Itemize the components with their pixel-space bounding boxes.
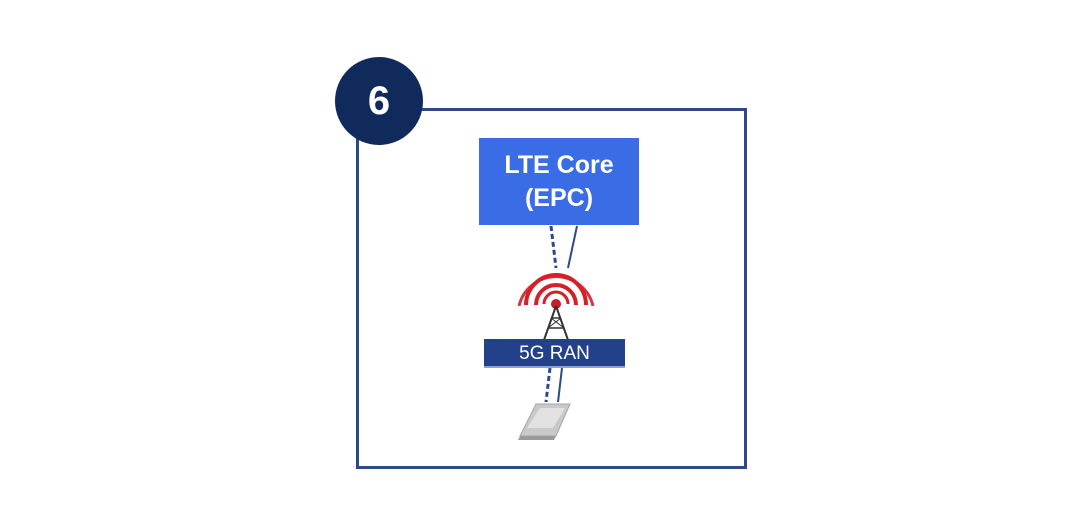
solid-link-ran-device [557,367,563,403]
step-number: 6 [367,78,391,123]
dashed-link-ran-device [544,367,552,403]
ran-bar: 5G RAN [484,339,625,368]
solid-link-core-ran [567,225,578,269]
dashed-link-core-ran [549,225,558,269]
cell-tower-icon [517,273,595,341]
diagram-frame [356,108,747,469]
step-number-badge: 6 [335,57,423,145]
lte-core-box: LTE Core (EPC) [479,138,639,225]
ran-label: 5G RAN [519,343,590,364]
mobile-device-icon [518,403,571,440]
lte-core-label-line1: LTE Core [504,150,614,179]
lte-core-label-line2: (EPC) [524,183,594,212]
